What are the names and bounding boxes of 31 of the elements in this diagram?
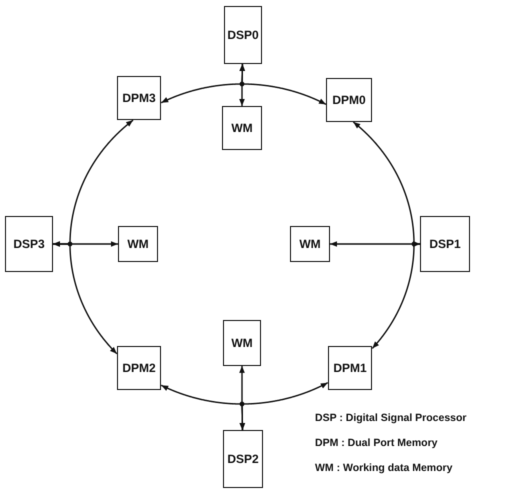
memory-box <box>290 226 330 262</box>
node-label: DPM0 <box>332 93 366 107</box>
definition-text: WM : Working data Memory <box>315 462 452 474</box>
node-label: WM <box>299 237 321 251</box>
node-label: DSP3 <box>13 237 45 251</box>
memory-box <box>117 76 161 120</box>
arrow <box>330 241 420 247</box>
node-label: DPM3 <box>122 91 156 105</box>
arrow <box>239 366 246 430</box>
memory-box <box>328 346 372 390</box>
arrow <box>239 64 246 106</box>
node-label: WM <box>231 336 253 350</box>
processor-box <box>224 6 262 64</box>
arrow <box>52 241 118 247</box>
node-label: WM <box>127 237 149 251</box>
definition-text: DSP : Digital Signal Processor <box>315 412 467 424</box>
node-label: DSP0 <box>227 28 259 42</box>
memory-box <box>223 320 261 366</box>
node-label: DPM2 <box>122 361 156 375</box>
memory-box <box>326 78 372 122</box>
processor-box <box>5 216 53 272</box>
memory-box <box>117 346 161 390</box>
memory-box <box>222 106 262 150</box>
node-label: DPM1 <box>333 361 367 375</box>
node-label: DSP1 <box>429 237 461 251</box>
memory-box <box>118 226 158 262</box>
definition-text: DPM : Dual Port Memory <box>315 437 438 449</box>
processor-box <box>223 430 263 488</box>
node-label: WM <box>231 121 253 135</box>
node-label: DSP2 <box>227 452 259 466</box>
processor-box <box>420 216 470 272</box>
